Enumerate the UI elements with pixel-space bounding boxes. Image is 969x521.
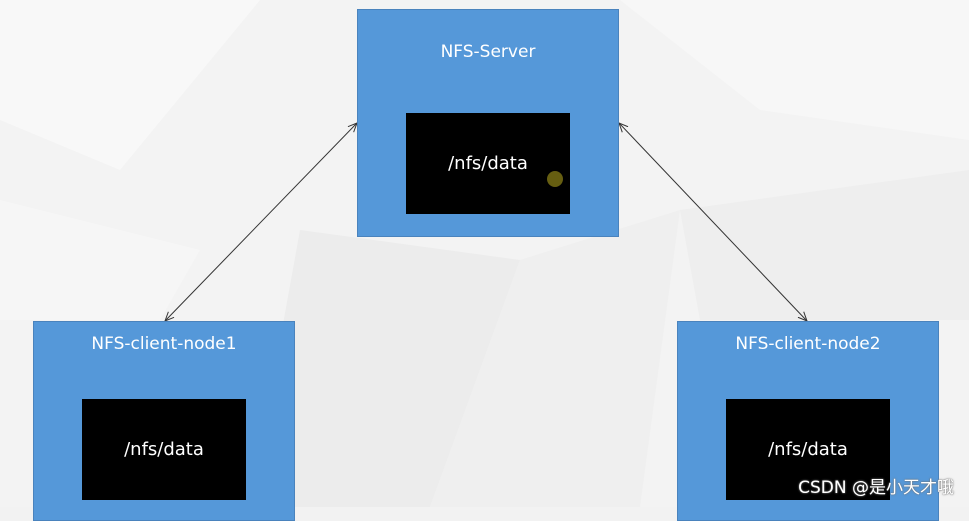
cursor-highlight: [547, 171, 563, 187]
nfs-client-node1-storage: /nfs/data: [82, 399, 246, 500]
nfs-client-node1-title: NFS-client-node1: [91, 334, 237, 354]
link-server-client1: [165, 123, 357, 321]
connection-links: [0, 0, 969, 507]
nfs-server-node: NFS-Server /nfs/data: [357, 9, 619, 237]
nfs-client-node1-dir-label: /nfs/data: [124, 439, 204, 460]
nfs-server-title: NFS-Server: [440, 42, 536, 62]
nfs-server-dir-label: /nfs/data: [448, 153, 528, 174]
nfs-client-node1: NFS-client-node1 /nfs/data: [33, 321, 295, 521]
nfs-client-node2-title: NFS-client-node2: [735, 334, 881, 354]
nfs-client-node2: NFS-client-node2 /nfs/data: [677, 321, 939, 521]
link-server-client2: [619, 123, 807, 321]
nfs-client-node2-dir-label: /nfs/data: [768, 439, 848, 460]
nfs-client-node2-storage: /nfs/data: [726, 399, 890, 500]
csdn-watermark: CSDN @是小天才哦: [798, 478, 954, 498]
nfs-server-storage: /nfs/data: [406, 113, 570, 214]
